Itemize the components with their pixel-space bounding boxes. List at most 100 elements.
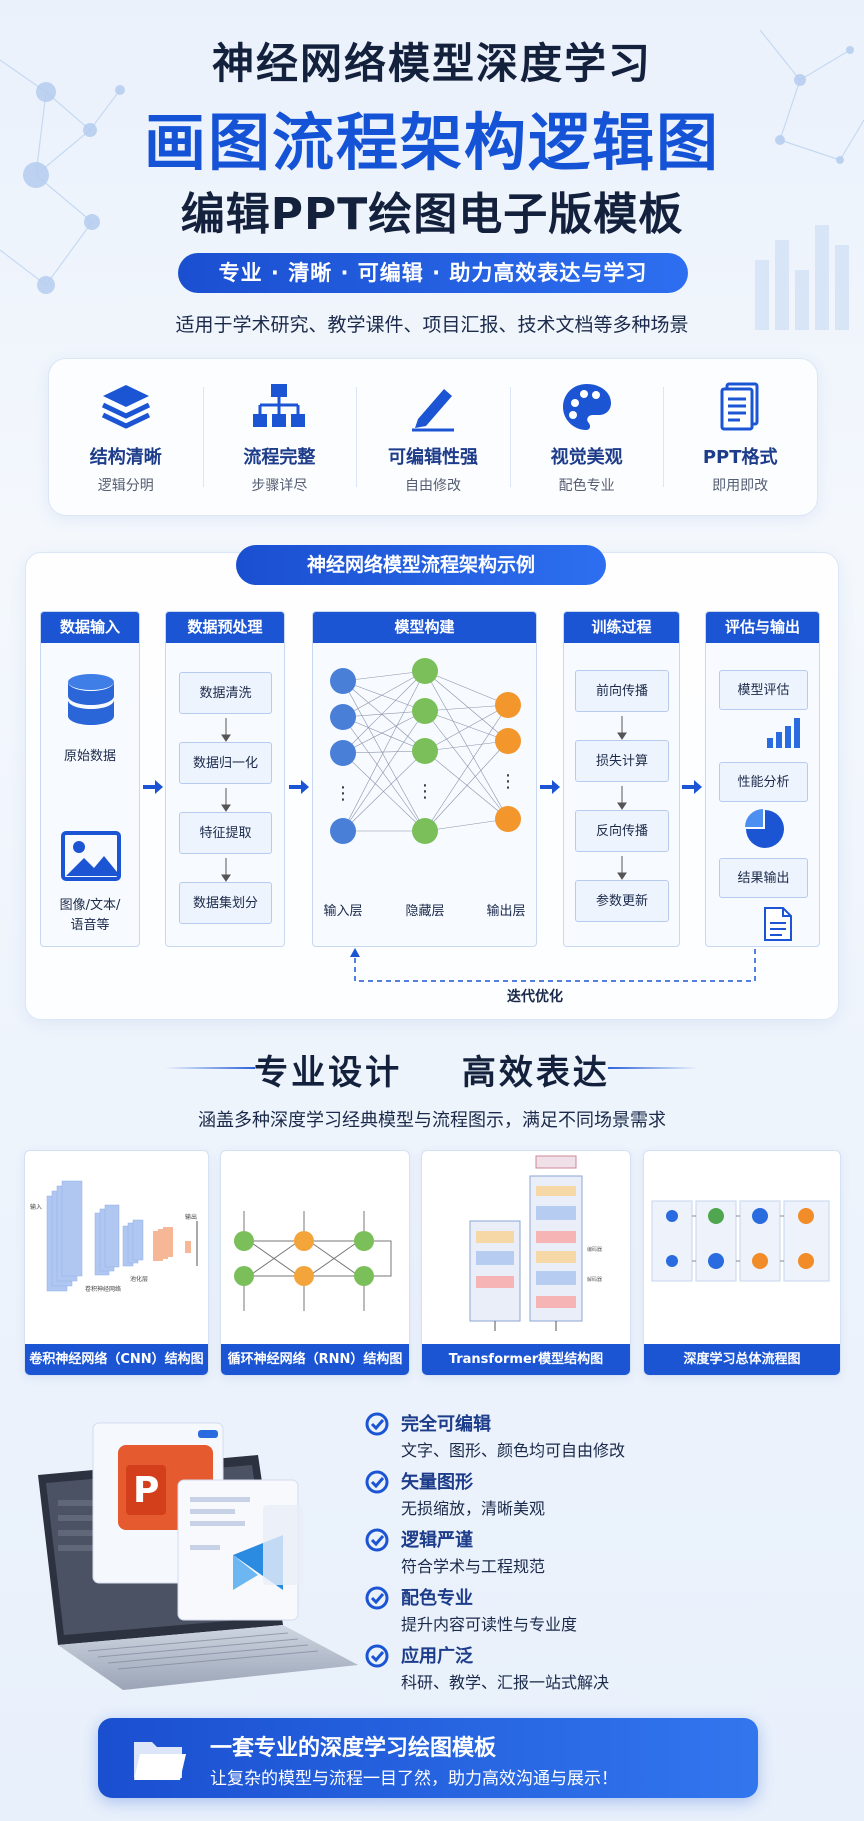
iteration-loop-arrow [350,948,756,982]
thumbnail-caption: Transformer模型结构图 [422,1344,630,1375]
column-header: 评估与输出 [706,612,819,643]
svg-text:输入: 输入 [30,1203,42,1211]
hero-tagline-pill: 专业 · 清晰 · 可编辑 · 助力高效表达与学习 [178,253,688,293]
thumbnail-transformer[interactable]: 编码器解码器 Transformer模型结构图 [421,1150,631,1376]
svg-text:P: P [133,1470,159,1511]
feature-title: PPT格式 [702,447,778,468]
feature-subtitle: 自由修改 [404,478,461,494]
feature-item: 视觉美观 配色专业 [509,359,664,515]
step-arrows [617,716,627,880]
network-node [330,818,356,844]
feature-subtitle: 配色专业 [558,478,615,494]
training-step: 反向传播 [575,810,669,852]
check-circle-icon [365,1412,389,1436]
thumbnail-caption: 循环神经网络（RNN）结构图 [221,1344,409,1375]
svg-text:卷积神经网络: 卷积神经网络 [85,1285,121,1293]
column-preprocess: 数据预处理 数据清洗 数据归一化 特征提取 数据集划分 [165,611,285,947]
network-connection [424,670,509,820]
architecture-title: 神经网络模型流程架构示例 [236,545,606,585]
step-arrows [221,718,231,882]
feature-subtitle: 步骤详尽 [251,478,308,494]
bottom-banner: 一套专业的深度学习绘图模板 让复杂的模型与流程一目了然，助力高效沟通与展示！ [98,1718,758,1798]
column-header: 模型构建 [313,612,536,643]
thumbnail-overall-flow[interactable]: 深度学习总体流程图 [643,1150,841,1376]
section2-subtitle: 涵盖多种深度学习经典模型与流程图示，满足不同场景需求 [198,1110,666,1131]
benefit-title: 矢量图形 [401,1472,473,1493]
thumbnail-rnn[interactable]: 循环神经网络（RNN）结构图 [220,1150,410,1376]
section2-title-a: 专业设计 [254,1053,403,1093]
layer-label-hidden: 隐藏层 [405,904,445,919]
network-connection [342,716,426,752]
rnn-diagram-illustration [234,1211,392,1311]
neural-network-diagram: ⋮⋮⋮ [330,658,521,844]
ellipsis-marker: ⋮ [416,781,434,802]
training-step: 损失计算 [575,740,669,782]
benefit-subtitle: 科研、教学、汇报一站式解决 [401,1673,610,1692]
image-icon [61,831,121,881]
feature-title: 流程完整 [243,447,316,468]
network-connection [342,670,426,832]
benefit-subtitle: 符合学术与工程规范 [401,1557,546,1576]
laptop-ppt-illustration: P [38,1422,358,1690]
flow-arrow-icon [540,780,560,794]
flow-arrow-icon [682,780,702,794]
network-connection [424,704,509,712]
hero-title-line1: 神经网络模型深度学习 [211,39,652,88]
network-node [330,704,356,730]
flowchart-icon [253,384,306,427]
document-icon [720,382,759,431]
flow-arrow-icon [143,780,163,794]
flow-arrow-icon [289,780,309,794]
network-connection [424,670,509,742]
network-node [330,668,356,694]
column-model: 模型构建 ⋮⋮⋮ 输入层 隐藏层 输出层 [312,611,537,947]
network-connection [342,680,426,752]
benefit-subtitle: 文字、图形、颜色均可自由修改 [401,1441,626,1460]
database-icon [68,674,114,725]
benefit-title: 配色专业 [401,1588,473,1609]
folder-icon [134,1742,186,1780]
network-connection [342,710,426,832]
hero-title-line3: 编辑PPT绘图电子版模板 [180,189,684,240]
column-header: 数据预处理 [166,612,284,643]
svg-text:池化层: 池化层 [130,1275,148,1283]
feature-item: PPT格式 即用即改 [663,359,817,515]
section2-title-b: 高效表达 [461,1053,610,1093]
check-circle-icon [365,1528,389,1552]
benefit-title: 应用广泛 [401,1646,473,1667]
network-connection [342,670,426,718]
network-node [495,806,521,832]
feature-subtitle: 即用即改 [712,478,769,494]
ellipsis-marker: ⋮ [334,783,352,804]
network-connection [342,710,426,754]
network-node [412,698,438,724]
banner-title: 一套专业的深度学习绘图模板 [210,1736,497,1761]
benefit-title: 完全可编辑 [401,1414,491,1435]
column-header: 训练过程 [564,612,679,643]
benefit-subtitle: 提升内容可读性与专业度 [401,1615,578,1634]
media-label-line2: 语音等 [70,918,110,933]
svg-text:输出: 输出 [185,1213,197,1221]
network-connection [342,710,426,718]
column-training: 训练过程 前向传播 损失计算 反向传播 参数更新 [563,611,680,947]
network-node [495,728,521,754]
preprocess-step: 数据归一化 [179,742,272,784]
feature-title: 视觉美观 [550,447,623,468]
hero-title-line2: 画图流程架构逻辑图 [143,106,720,179]
check-circle-icon [365,1586,389,1610]
media-label-line1: 图像/文本/ [59,898,121,913]
svg-text:解码器: 解码器 [587,1276,602,1283]
thumbnail-caption: 深度学习总体流程图 [644,1344,840,1375]
column-data-input: 数据输入 原始数据 图像/文本/ 语音等 [40,611,140,947]
network-connection [424,740,509,752]
section-divider-left [165,1067,255,1069]
thumbnail-cnn[interactable]: 输入卷积神经网络池化层输出 卷积神经网络（CNN）结构图 [24,1150,209,1376]
network-connection [424,710,509,742]
palette-icon [562,384,611,430]
network-connection [342,716,426,832]
flow-diagram-illustration [651,1200,830,1282]
hero-subtitle: 适用于学术研究、教学课件、项目汇报、技术文档等多种场景 [175,314,689,336]
network-connection [424,670,509,706]
